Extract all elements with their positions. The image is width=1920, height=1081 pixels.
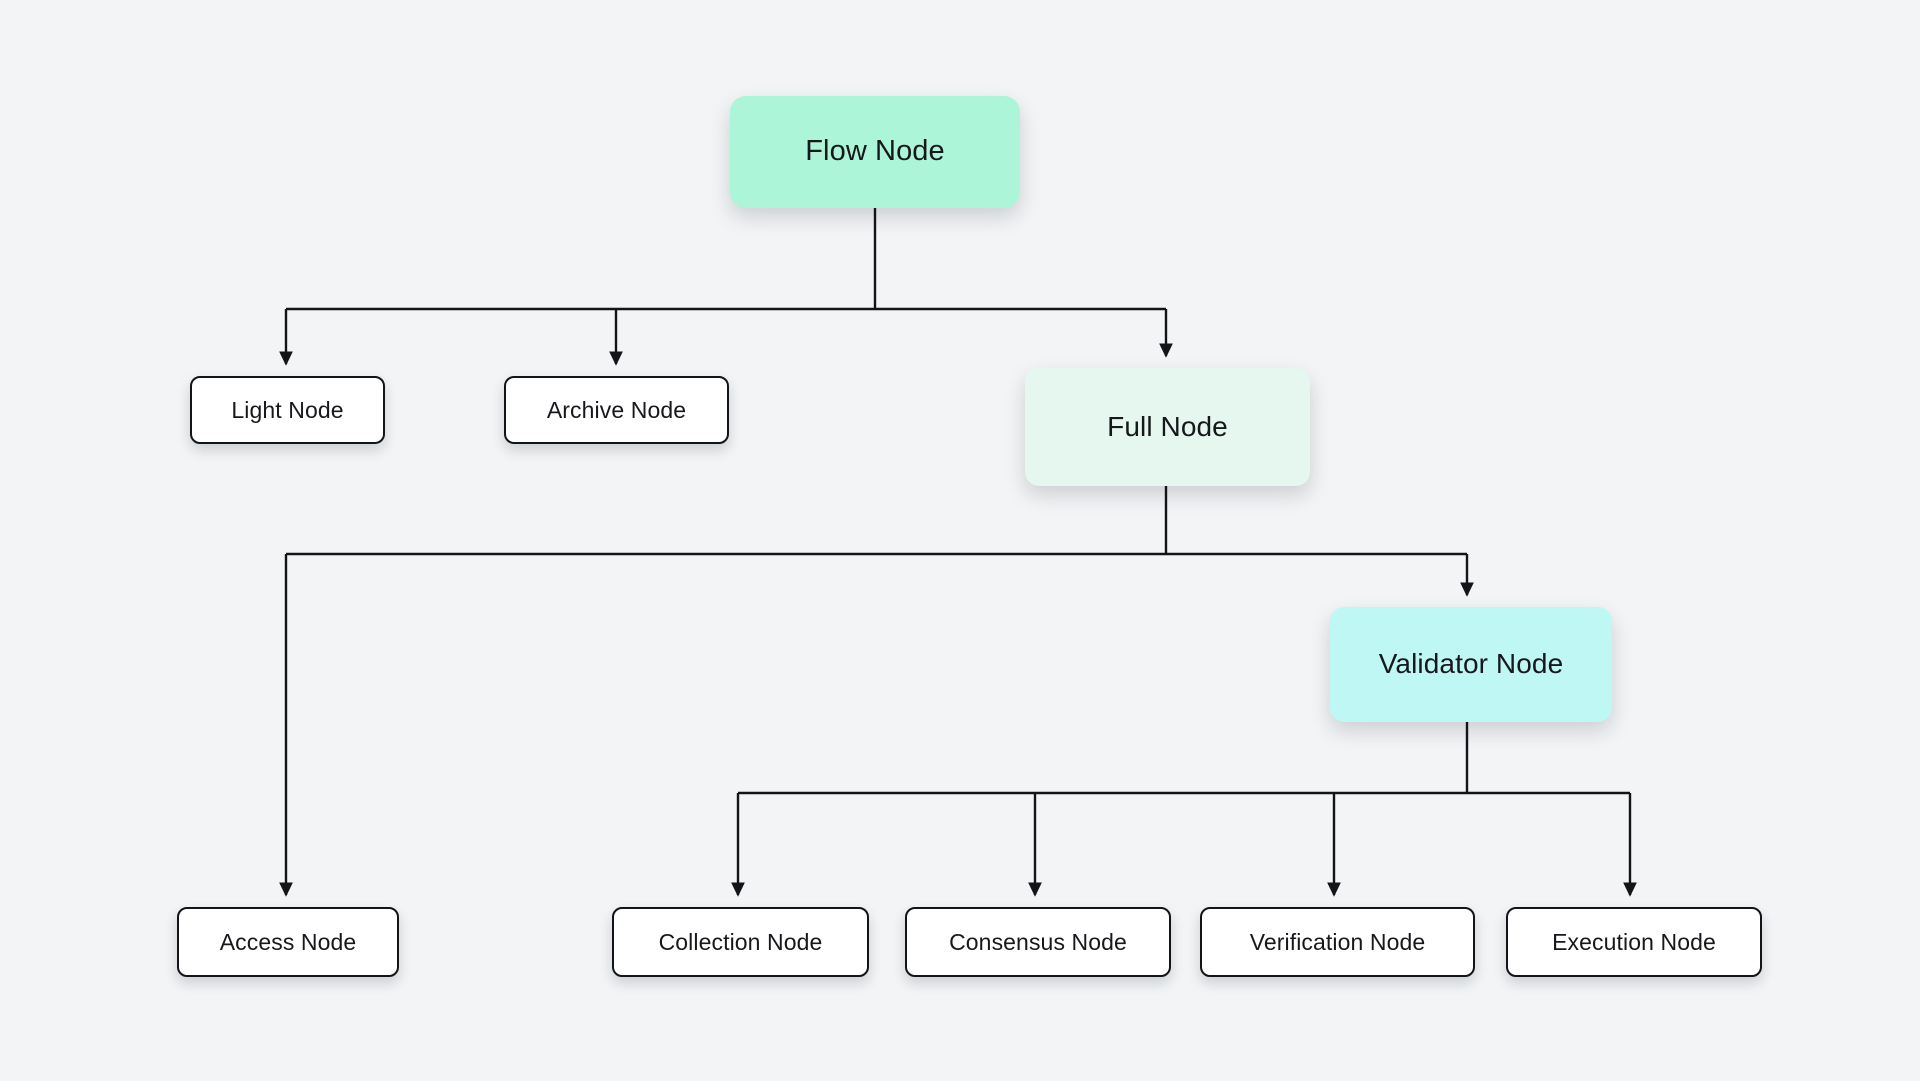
node-full[interactable]: Full Node [1025, 368, 1310, 486]
node-verification[interactable]: Verification Node [1200, 907, 1475, 977]
node-archive[interactable]: Archive Node [504, 376, 729, 444]
node-consensus[interactable]: Consensus Node [905, 907, 1171, 977]
node-access[interactable]: Access Node [177, 907, 399, 977]
node-validator[interactable]: Validator Node [1330, 607, 1612, 722]
node-light[interactable]: Light Node [190, 376, 385, 444]
node-collection[interactable]: Collection Node [612, 907, 869, 977]
node-execution[interactable]: Execution Node [1506, 907, 1762, 977]
node-flow[interactable]: Flow Node [730, 96, 1020, 208]
